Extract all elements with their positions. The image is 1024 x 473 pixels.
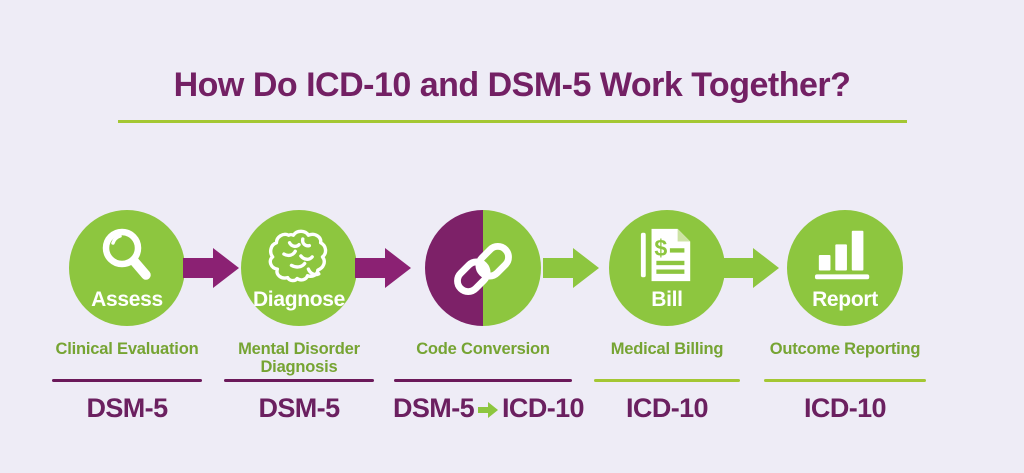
svg-text:$: $ [654, 235, 667, 261]
code-system-icd10-2: ICD-10 [804, 393, 887, 423]
code-system-icd10-1: ICD-10 [626, 393, 709, 423]
invoice-icon: $ [609, 225, 725, 285]
label-underline [594, 379, 740, 382]
code-from: DSM-5 [393, 393, 475, 423]
step-label-outcome-reporting: Outcome Reporting [769, 340, 921, 358]
circle-label: Diagnose [252, 288, 346, 311]
diagnose-circle: Diagnose [241, 210, 357, 326]
arrow-right-icon [478, 394, 499, 425]
code-system-conversion: DSM-5 ICD-10 [393, 393, 585, 425]
step-label-medical-billing: Medical Billing [610, 340, 724, 358]
bill-circle: $ Bill [609, 210, 725, 326]
label-underline [224, 379, 374, 382]
code-conversion-circle [425, 210, 541, 326]
flow-arrow-purple-2 [355, 248, 411, 288]
step-label-mental-disorder-diagnosis: Mental Disorder Diagnosis [238, 340, 360, 376]
brain-icon [241, 225, 357, 285]
report-circle: Report [787, 210, 903, 326]
assess-circle: Assess [69, 210, 185, 326]
code-to: ICD-10 [502, 393, 585, 423]
circle-label: Assess [91, 288, 163, 311]
step-label-clinical-evaluation: Clinical Evaluation [55, 340, 199, 358]
bar-chart-icon [787, 225, 903, 283]
flow-arrow-purple-1 [183, 248, 239, 288]
page-title: How Do ICD-10 and DSM-5 Work Together? [173, 66, 851, 104]
magnifier-icon [69, 225, 185, 287]
code-system-dsm5-1: DSM-5 [86, 393, 168, 423]
chain-link-icon [425, 234, 541, 304]
flow-arrow-green-2 [723, 248, 779, 288]
title-divider [118, 120, 907, 123]
label-underline [764, 379, 926, 382]
circle-label: Report [812, 288, 878, 311]
step-label-code-conversion: Code Conversion [416, 340, 550, 358]
flow-arrow-green-1 [543, 248, 599, 288]
circle-label: Bill [651, 288, 683, 311]
label-underline [394, 379, 572, 382]
label-underline [52, 379, 202, 382]
code-system-dsm5-2: DSM-5 [258, 393, 340, 423]
